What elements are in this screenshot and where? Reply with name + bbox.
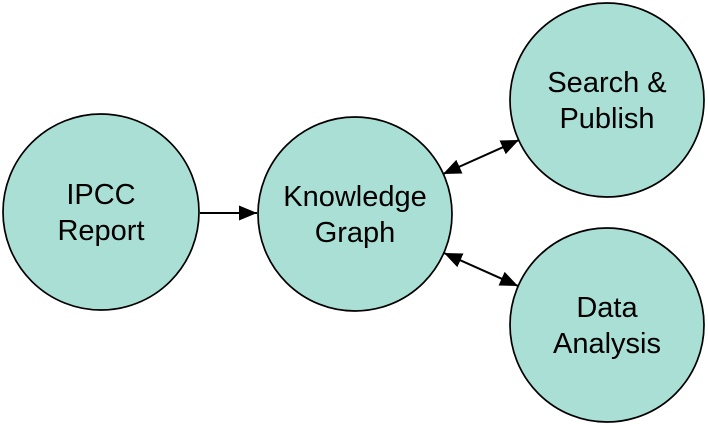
node-knowledge-graph-label-line2: Graph (315, 217, 396, 249)
node-knowledge-graph-circle (257, 116, 453, 312)
node-search-publish-label-line1: Search & (547, 67, 666, 99)
node-data-analysis: Data Analysis (509, 227, 705, 423)
node-search-publish-circle (509, 2, 705, 198)
node-search-publish: Search & Publish (509, 2, 705, 198)
node-ipcc-report-label-line1: IPCC (66, 179, 135, 211)
node-ipcc-report-circle (2, 113, 200, 311)
node-knowledge-graph: Knowledge Graph (257, 116, 453, 312)
node-search-publish-label-line2: Publish (559, 103, 654, 135)
node-ipcc-report-label-line2: Report (57, 215, 144, 247)
edge-knowledge-graph-to-search-publish (442, 139, 520, 175)
edge-knowledge-graph-to-data-analysis (443, 252, 519, 287)
node-data-analysis-label-line2: Analysis (553, 328, 661, 360)
node-ipcc-report: IPCC Report (2, 113, 200, 311)
node-data-analysis-label-line1: Data (576, 292, 638, 324)
node-knowledge-graph-label-line1: Knowledge (283, 181, 427, 213)
node-data-analysis-circle (509, 227, 705, 423)
edges-layer (200, 139, 520, 287)
